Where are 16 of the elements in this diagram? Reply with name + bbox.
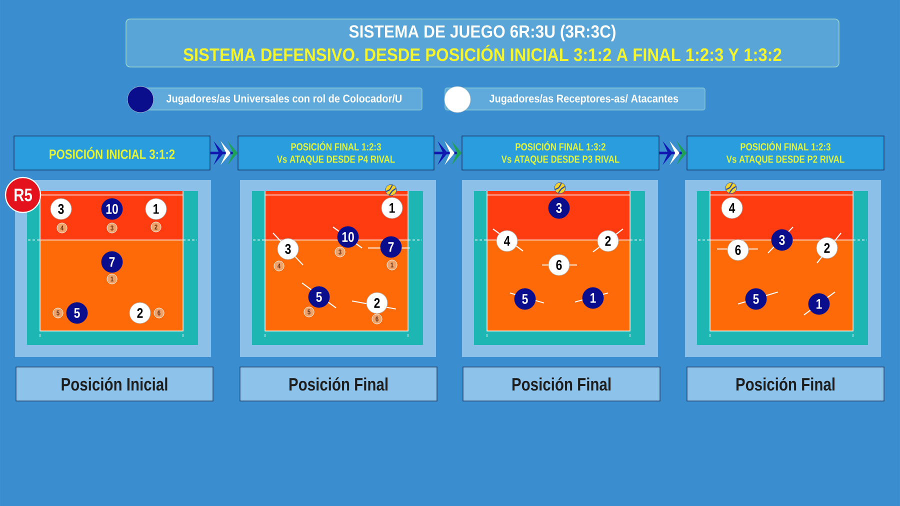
- volleyball-court: [252, 190, 423, 345]
- heading-box: POSICIÓN FINAL 1:3:2 Vs ATAQUE DESDE P3 RIVAL: [462, 136, 660, 170]
- label-box: Posición Final: [686, 366, 884, 402]
- label-box: Posición Final: [462, 366, 660, 402]
- legend-label: Jugadores/as Universales con rol de Colocador/U: [132, 88, 422, 110]
- volleyball-court: [474, 190, 645, 345]
- legend-label: Jugadores/as Receptores-as/ Atacantes: [444, 88, 706, 110]
- rotation-badge: R5: [4, 176, 42, 214]
- heading-box: POSICIÓN FINAL 1:2:3 Vs ATAQUE DESDE P4 RIVAL: [238, 136, 434, 170]
- volleyball-court: [697, 190, 868, 345]
- label-box: Posición Inicial: [16, 366, 214, 402]
- label-box: Posición Final: [240, 366, 438, 402]
- heading-box: POSICIÓN FINAL 1:2:3 Vs ATAQUE DESDE P2 RIVAL: [686, 136, 884, 170]
- heading-box: POSICIÓN INICIAL 3:1:2: [14, 136, 210, 170]
- title: SISTEMA DE JUEGO 6R:3U (3R:3C): [349, 24, 616, 42]
- subtitle: SISTEMA DEFENSIVO. DESDE POSICIÓN INICIAL 3:1:2 A FINAL 1:2:3 Y 1:3:2: [184, 44, 782, 62]
